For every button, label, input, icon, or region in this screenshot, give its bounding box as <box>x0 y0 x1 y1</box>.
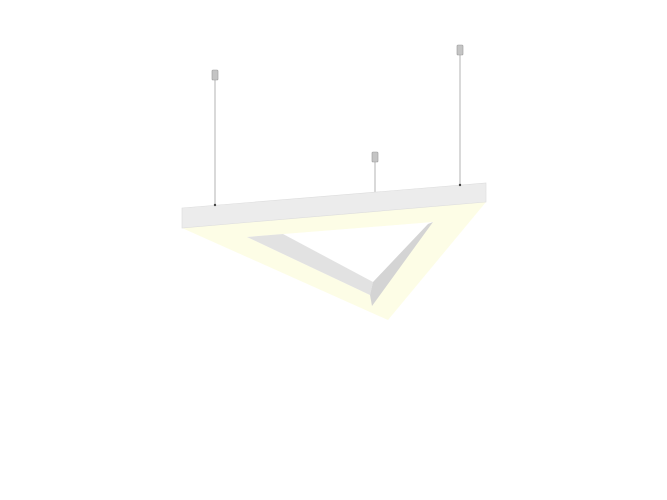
inner-wall-right <box>370 222 433 306</box>
inner-wall-left <box>247 234 373 295</box>
cable-clamp-left <box>213 203 217 207</box>
housing-top-face <box>181 182 487 229</box>
cable-clamp-right <box>458 183 462 187</box>
canopy-middle <box>371 151 379 163</box>
canopy-right <box>456 44 464 56</box>
ceiling-canopies <box>211 44 464 163</box>
canopy-left <box>211 69 219 81</box>
